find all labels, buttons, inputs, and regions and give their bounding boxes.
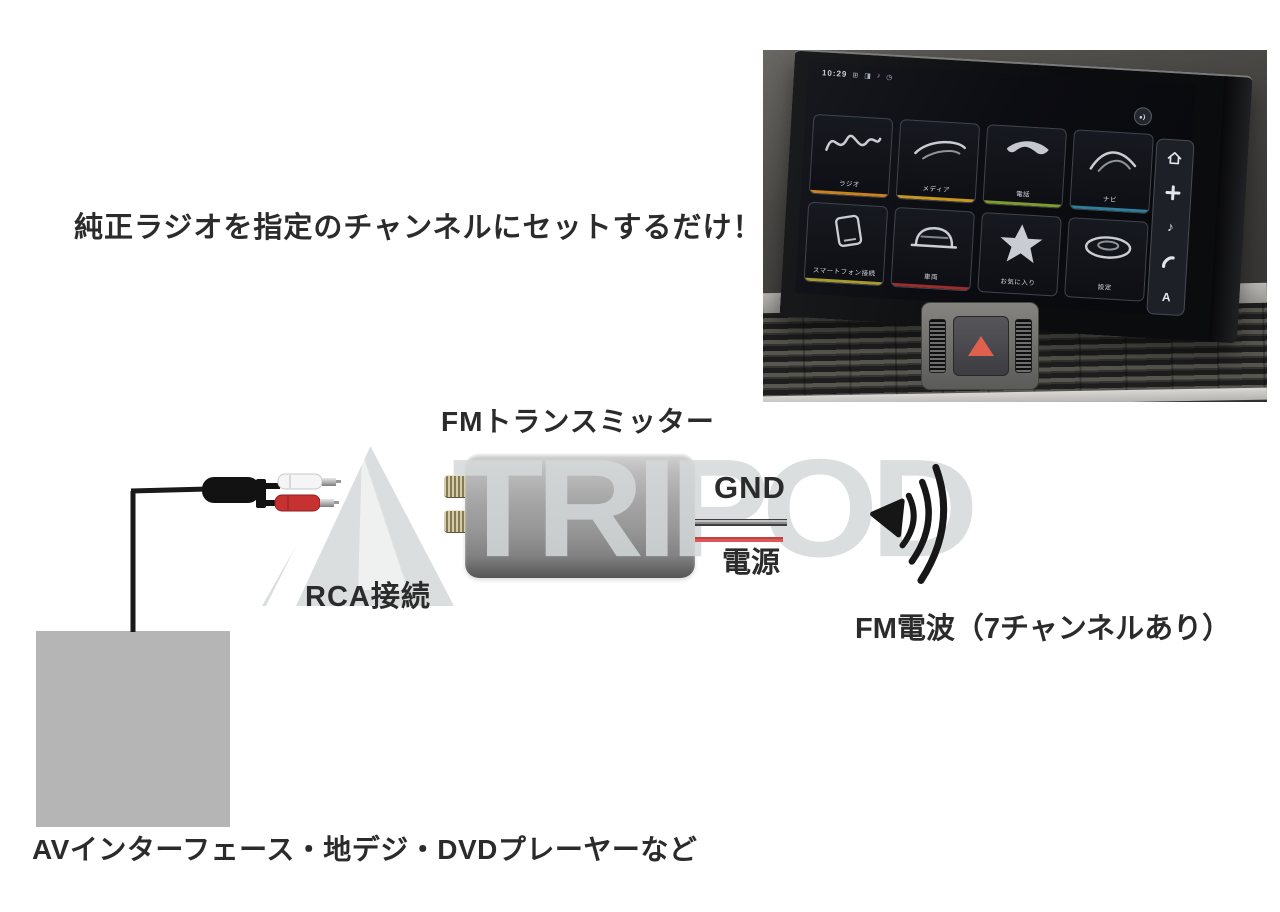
fm-wave-label: FM電波（7チャンネルあり） — [855, 613, 1232, 645]
phone-handset-icon[interactable] — [1150, 253, 1187, 271]
tile-favorites[interactable]: お気に入り — [977, 212, 1062, 297]
tile-radio[interactable]: ラジオ — [808, 113, 894, 199]
status-icon: ◨ — [863, 72, 873, 80]
status-icon: ⊞ — [852, 71, 860, 79]
settings-disc-icon — [1084, 236, 1132, 259]
nav-swoosh-icon — [1089, 151, 1137, 172]
wifi-indicator-icon — [1133, 106, 1153, 126]
status-time: 10:29 — [821, 68, 848, 79]
music-note-icon[interactable]: ♪ — [1166, 219, 1175, 235]
radio-waveform-icon — [825, 134, 882, 151]
cable-horizontal — [130, 486, 209, 494]
fm-transmitter-device — [444, 454, 695, 578]
av-source-label: AVインターフェース・地デジ・DVDプレーヤーなど — [32, 834, 698, 865]
rca-plug-red-tip — [320, 499, 334, 507]
gnd-label: GND — [714, 470, 786, 505]
infotainment-display: 10:29 ⊞ ◨ ♪ ◷ — [794, 61, 1196, 317]
media-disc-icon — [914, 140, 967, 160]
status-bar: 10:29 ⊞ ◨ ♪ ◷ — [822, 68, 894, 81]
side-menu: ♪ A — [1146, 138, 1195, 317]
tile-phone[interactable]: 電話 — [982, 124, 1068, 209]
fm-transmitter-label: FMトランスミッター — [441, 406, 715, 437]
smartphone-connect-icon — [835, 214, 863, 248]
rca-input-jack-red — [444, 510, 465, 533]
thumbwheel-left[interactable] — [929, 319, 946, 373]
av-source-box — [36, 631, 230, 827]
hazard-triangle-icon — [968, 336, 994, 356]
home-icon[interactable] — [1156, 149, 1193, 166]
letter-a-button[interactable]: A — [1161, 289, 1172, 305]
tile-vehicle[interactable]: 車両 — [890, 206, 976, 292]
gnd-wire — [695, 519, 787, 526]
hazard-button[interactable] — [953, 316, 1009, 376]
rca-input-jack-white — [444, 475, 465, 498]
hazard-switch-module — [921, 302, 1039, 390]
rca-connection-label: RCA接続 — [305, 581, 431, 613]
tile-media[interactable]: メディア — [895, 119, 981, 204]
vehicle-icon — [910, 226, 958, 249]
status-icon: ♪ — [876, 72, 882, 80]
rca-plug-white — [277, 473, 323, 490]
tile-smartphone-connect[interactable]: スマートフォン接続 — [803, 201, 889, 287]
power-label: 電源 — [722, 547, 781, 579]
status-icon: ◷ — [886, 73, 894, 82]
cable-stub-top — [264, 483, 280, 489]
phone-swoosh-icon — [1006, 141, 1049, 155]
headline-text: 純正ラジオを指定のチャンネルにセットするだけ！ — [74, 212, 763, 244]
favorites-star-icon — [1000, 224, 1043, 264]
cable-molded-joint — [202, 477, 260, 503]
power-wire — [695, 537, 783, 542]
infotainment-unit: 10:29 ⊞ ◨ ♪ ◷ — [779, 50, 1253, 344]
fm-radio-waves-icon — [870, 463, 948, 584]
rca-plug-red — [274, 494, 321, 512]
menu-tile-grid: ラジオ メディア — [803, 113, 1154, 302]
rca-plug-white-tip — [322, 478, 336, 486]
car-dashboard-photo: 10:29 ⊞ ◨ ♪ ◷ — [763, 50, 1267, 402]
plus-icon[interactable] — [1154, 184, 1191, 201]
tile-settings[interactable]: 設定 — [1064, 217, 1149, 302]
tile-nav[interactable]: ナビ — [1069, 129, 1154, 214]
thumbwheel-right[interactable] — [1015, 319, 1032, 373]
